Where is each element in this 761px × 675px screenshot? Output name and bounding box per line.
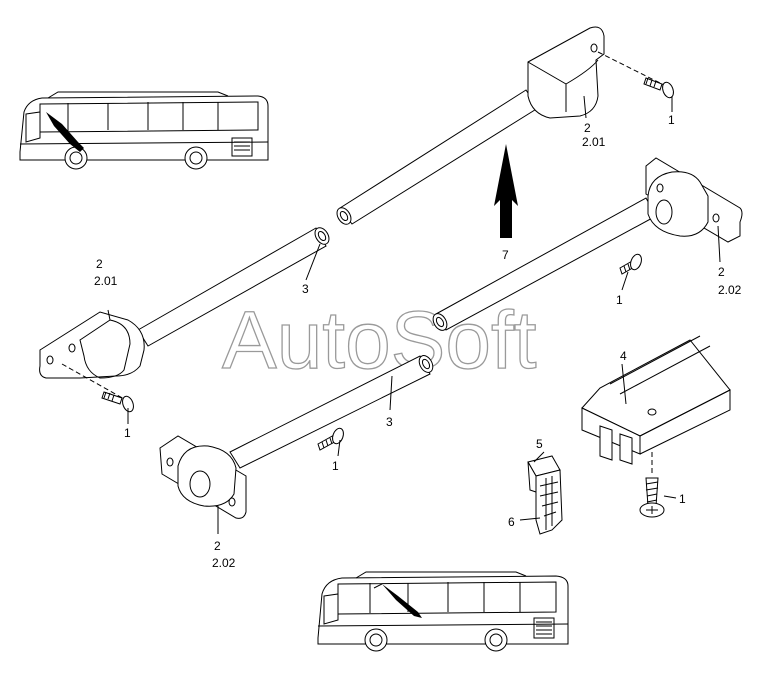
bus-illustration-top: [19, 91, 269, 170]
callout-1-left: 1: [124, 426, 131, 440]
screw-left: [61, 363, 134, 413]
callout-2-01-left: 2.01: [94, 274, 118, 288]
callout-1-middle: 1: [332, 459, 339, 473]
bus-illustration-bottom: [317, 571, 569, 652]
callout-4: 4: [620, 349, 627, 363]
callout-7: 7: [502, 248, 509, 262]
callout-1-profile: 1: [679, 492, 686, 506]
callout-2-02-right: 2.02: [718, 283, 742, 297]
callout-6: 6: [508, 515, 515, 529]
screw-middle: [317, 427, 344, 451]
direction-arrow: [494, 144, 518, 238]
callout-2-right: 2: [718, 265, 725, 279]
clip-part: [527, 455, 563, 535]
screw-right: [619, 253, 642, 275]
screw-profile: [639, 452, 665, 518]
watermark: AutoSoft: [222, 295, 537, 386]
leader-lines: [107, 95, 721, 534]
callout-1-top: 1: [668, 113, 675, 127]
callout-2-left: 2: [96, 257, 103, 271]
screw-top-right: [597, 51, 674, 99]
handrail-lower: [159, 157, 743, 519]
callout-2-top-right: 2: [584, 121, 591, 135]
handrail-upper: [39, 26, 605, 379]
callout-2-01-top-right: 2.01: [582, 135, 606, 149]
callout-1-right: 1: [616, 293, 623, 307]
callout-3-upper: 3: [302, 282, 309, 296]
callout-2-bottom: 2: [214, 539, 221, 553]
callout-5: 5: [536, 437, 543, 451]
profile-rail: [581, 335, 731, 465]
callout-3-lower: 3: [386, 415, 393, 429]
callout-2-02-bottom: 2.02: [212, 556, 236, 570]
